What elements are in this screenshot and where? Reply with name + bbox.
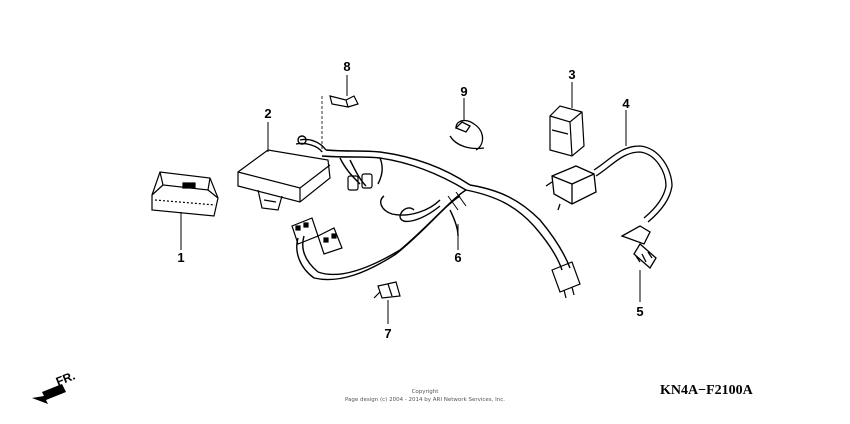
part-4-ignition-coil[interactable] xyxy=(545,145,673,223)
part-8-bolt[interactable] xyxy=(329,95,359,108)
front-arrow-icon xyxy=(32,384,66,404)
part-7-clip[interactable] xyxy=(373,281,401,299)
harness-connector-6p-b[interactable] xyxy=(317,227,343,255)
part-1-box[interactable] xyxy=(151,171,219,217)
harness-connector-6p-a[interactable] xyxy=(291,217,319,245)
diagram-code: KN4A−F2100A xyxy=(660,383,754,398)
copyright-line-2: Page design (c) 2004 - 2014 by ARI Netwo… xyxy=(345,397,505,403)
harness-connector-end[interactable] xyxy=(551,261,581,299)
harness-connector-small[interactable] xyxy=(347,173,373,191)
part-9-band-clamp[interactable] xyxy=(449,119,485,151)
copyright-line-1: Copyright xyxy=(412,389,440,395)
part-5-plug-cap[interactable] xyxy=(620,225,657,270)
part-6-wire-harness[interactable] xyxy=(295,135,571,281)
callout-3: 3 xyxy=(568,67,575,82)
front-label: FR. xyxy=(54,369,77,389)
callout-4: 4 xyxy=(622,96,630,111)
callout-7: 7 xyxy=(384,326,391,341)
callout-2: 2 xyxy=(264,106,271,121)
callout-6: 6 xyxy=(454,250,461,265)
callout-5: 5 xyxy=(636,304,643,319)
callout-1: 1 xyxy=(177,250,184,265)
part-3-cover[interactable] xyxy=(549,105,585,157)
callout-9: 9 xyxy=(460,84,467,99)
callout-8: 8 xyxy=(343,59,350,74)
part-2-control-unit[interactable] xyxy=(237,149,331,211)
harness-clamp-band xyxy=(447,191,467,211)
